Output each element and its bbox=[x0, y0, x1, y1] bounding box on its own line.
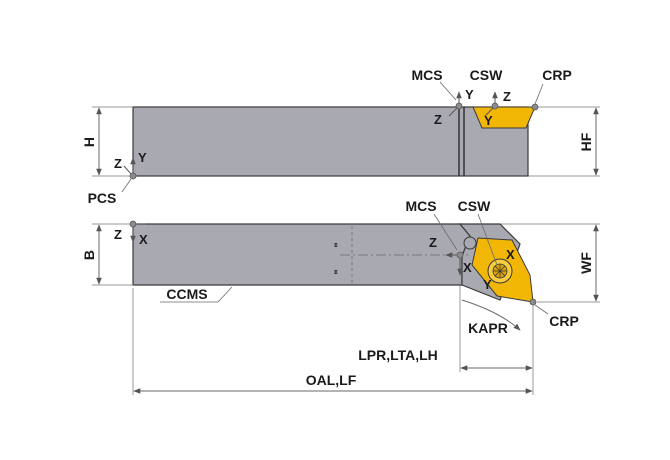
csw-z-label: Z bbox=[503, 89, 511, 104]
insert-screw-torx-icon bbox=[493, 264, 507, 278]
lpr-label: LPR,LTA,LH bbox=[358, 347, 438, 363]
crp-leader bbox=[534, 83, 544, 105]
mcs-point-marker bbox=[455, 102, 463, 110]
clamp-hole bbox=[463, 236, 477, 250]
ccms-label: CCMS bbox=[166, 286, 207, 302]
pcs-y-label: Y bbox=[138, 150, 147, 165]
side-view: H HF MCS Y Z CSW Z Y CRP Y Z PCS bbox=[81, 67, 600, 206]
pcs-point-marker bbox=[129, 172, 137, 180]
side-shank-body bbox=[132, 106, 529, 177]
hf-label: HF bbox=[578, 132, 594, 151]
tick-mark-upper: " bbox=[333, 242, 345, 247]
top-csw-y-label: Y bbox=[483, 277, 492, 292]
top-pcs-z-label: Z bbox=[114, 227, 122, 242]
top-crp-point-marker bbox=[529, 298, 537, 306]
top-mcs-x-label: X bbox=[463, 260, 472, 275]
csw-label: CSW bbox=[470, 67, 503, 83]
mcs-leader bbox=[439, 81, 457, 101]
top-pcs-x-label: X bbox=[139, 232, 148, 247]
side-insert bbox=[472, 106, 536, 129]
top-mcs-leader bbox=[433, 213, 458, 251]
tick-mark-lower: " bbox=[333, 269, 345, 274]
ccms-leader bbox=[217, 286, 233, 303]
top-crp-label: CRP bbox=[549, 313, 579, 329]
top-mcs-label: MCS bbox=[405, 198, 436, 214]
kapr-arc bbox=[461, 299, 521, 331]
mcs-label: MCS bbox=[411, 67, 442, 83]
wf-label: WF bbox=[578, 252, 594, 274]
top-csw-label: CSW bbox=[458, 198, 491, 214]
crp-label: CRP bbox=[542, 67, 572, 83]
top-pcs-point-marker bbox=[129, 220, 137, 228]
kapr-label: KAPR bbox=[468, 320, 508, 336]
h-label: H bbox=[81, 137, 97, 147]
mcs-z-label: Z bbox=[434, 112, 442, 127]
pcs-z-label: Z bbox=[114, 156, 122, 171]
b-label: B bbox=[81, 250, 97, 260]
oal-label: OAL,LF bbox=[306, 372, 357, 388]
pcs-label: PCS bbox=[88, 190, 117, 206]
csw-point-marker bbox=[491, 102, 499, 110]
crp-point-marker bbox=[531, 103, 539, 111]
mcs-y-label: Y bbox=[465, 87, 474, 102]
top-mcs-point-marker bbox=[456, 251, 464, 259]
top-csw-leader bbox=[477, 213, 498, 266]
csw-y-label: Y bbox=[484, 113, 493, 128]
top-mcs-z-label: Z bbox=[429, 235, 437, 250]
top-view: " " Z X B WF MCS Z X CSW X Y CRP KAPR bbox=[81, 198, 600, 395]
top-csw-x-label: X bbox=[506, 247, 515, 262]
top-shank-body bbox=[132, 223, 471, 286]
top-crp-leader bbox=[534, 304, 549, 315]
pcs-leader bbox=[121, 178, 132, 193]
